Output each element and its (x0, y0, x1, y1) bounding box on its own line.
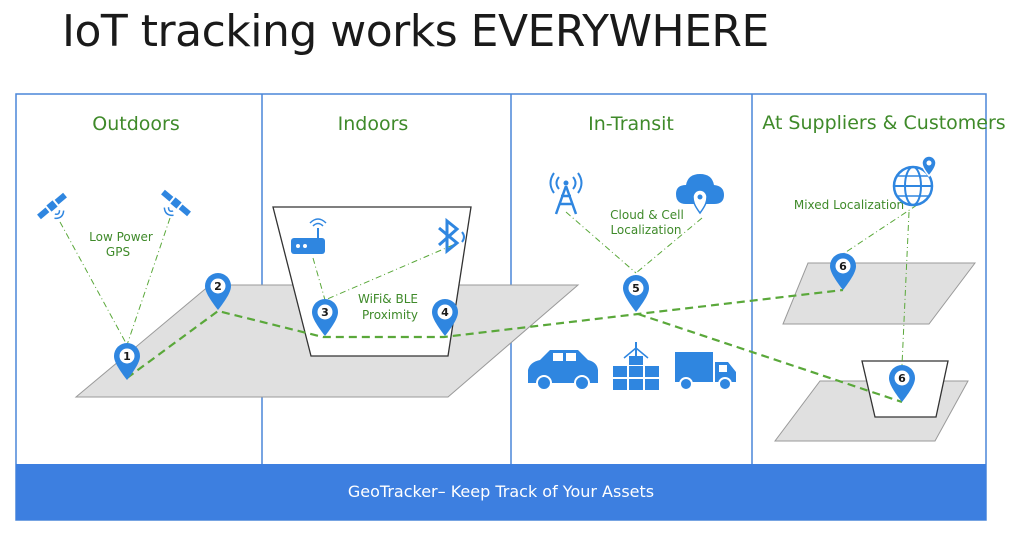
satellite-icon (37, 192, 67, 220)
tracking-path (126, 288, 844, 379)
bluetooth-icon (438, 217, 465, 255)
annotation-gps: GPS (106, 245, 130, 259)
annotation-localization: Localization (610, 223, 681, 237)
annotation-cloud-cell: Cloud & Cell (610, 208, 684, 222)
tracking-path-branch (637, 312, 903, 404)
footer-bar (16, 464, 986, 520)
svg-text:6: 6 (839, 260, 847, 273)
cell-tower-icon (549, 172, 583, 215)
cloud-location-icon (676, 174, 724, 215)
annotation-low-power: Low Power (89, 230, 153, 244)
car-icon (528, 350, 598, 391)
heading-in-transit: In-Transit (588, 113, 674, 135)
annotation-mixed-localization: Mixed Localization (794, 198, 904, 212)
heading-indoors: Indoors (338, 113, 409, 135)
truck-icon (675, 352, 736, 391)
heading-outdoors: Outdoors (92, 113, 179, 135)
svg-text:4: 4 (441, 306, 449, 319)
signal-lines (59, 204, 918, 366)
svg-text:6: 6 (898, 372, 906, 385)
location-pin-5: 5 (623, 275, 649, 312)
cargo-crane-icon (613, 342, 659, 390)
location-pin-1: 1 (114, 343, 140, 380)
annotation-proximity: Proximity (362, 308, 418, 322)
router-icon (291, 218, 327, 254)
svg-text:3: 3 (321, 306, 329, 319)
annotation-wifi-ble: WiFi& BLE (358, 292, 418, 306)
page-title: IoT tracking works EVERYWHERE (62, 6, 769, 57)
location-pin-3: 3 (312, 299, 338, 336)
satellite-icon (161, 189, 191, 217)
globe-location-icon (892, 155, 937, 207)
floor-plane-supplier (782, 262, 977, 325)
footer-text: GeoTracker– Keep Track of Your Assets (348, 482, 654, 501)
location-pin-6-customer: 6 (889, 365, 915, 402)
location-pin-6-supplier: 6 (830, 253, 856, 290)
heading-suppliers-customers: At Suppliers & Customers (762, 112, 1005, 134)
svg-text:1: 1 (123, 350, 131, 363)
svg-text:5: 5 (632, 282, 640, 295)
svg-text:2: 2 (214, 280, 222, 293)
location-pin-4: 4 (432, 299, 458, 336)
location-pin-2: 2 (205, 273, 231, 310)
